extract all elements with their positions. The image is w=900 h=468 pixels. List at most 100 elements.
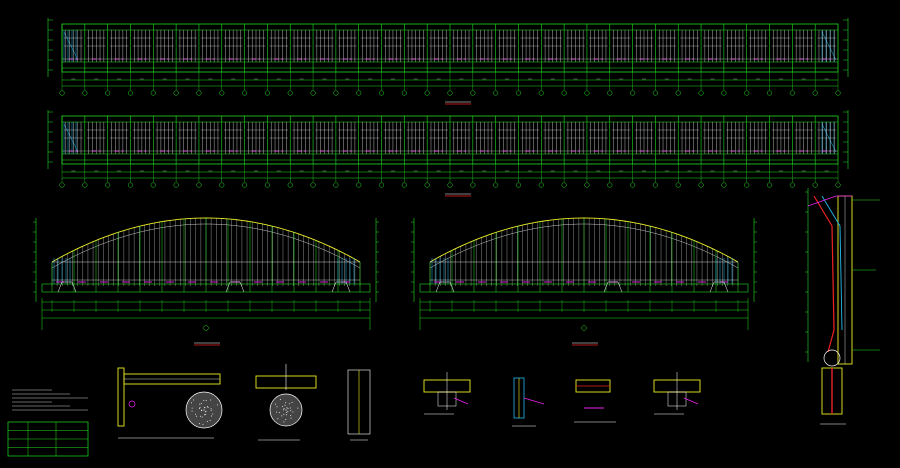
axis-bubble [356,90,362,96]
axis-bubble [173,90,179,96]
detail-4 [423,372,471,415]
cylinder-hatch [277,418,279,420]
axis-bubble [310,90,316,96]
cylinder-hatch [204,414,206,416]
axis-bubble [105,182,111,188]
cylinder-hatch [202,423,204,425]
foundation-band [419,283,749,293]
cylinder-hatch [282,406,284,408]
cylinder-hatch [206,406,208,408]
cylinder-hatch [283,408,285,410]
cylinder-hatch [278,412,280,414]
axis-bubble [561,182,567,188]
cylinder-hatch [212,413,214,415]
axis-bubble [698,182,704,188]
cylinder-hatch [297,407,299,409]
cylinder-hatch [193,399,195,401]
title-block [7,421,89,457]
foundation-band [41,283,371,293]
cylinder-hatch [196,415,198,417]
cylinder-hatch [279,398,281,400]
axis-bubble [766,90,773,96]
column-base-node [823,349,841,367]
cylinder-hatch [283,409,285,411]
weld-symbol [523,397,545,405]
door-frame [435,281,455,293]
cylinder-hatch [191,410,193,412]
axis-bubble [150,182,156,188]
cylinder-hatch [283,421,285,423]
detail-3 [347,369,371,441]
axis-bubble [401,182,407,188]
cylinder-hatch [201,416,203,418]
axis-bubble [744,182,750,188]
cylinder-hatch [207,406,209,408]
cylinder-hatch [199,406,201,408]
axis-bubble [675,90,681,96]
weld-symbol [683,397,699,405]
axis-bubble [378,182,385,188]
cylinder-hatch [199,403,201,405]
axis-bubble [812,90,818,96]
cylinder-hatch [290,417,292,419]
cylinder-hatch [194,413,196,415]
cylinder-hatch [286,411,288,413]
axis-bubble [173,182,179,188]
axis-bubble [242,90,248,96]
axis-bubble [424,90,430,96]
detail-2 [255,364,317,441]
axis-bubble [333,90,339,96]
axis-bubble [652,182,658,188]
cylinder-hatch [283,413,285,415]
axis-bubble [789,90,795,96]
cylinder-hatch [205,414,207,416]
cylinder-hatch [276,406,278,408]
notes-block [12,389,88,411]
axis-bubble [744,90,750,96]
axis-bubble [287,182,293,188]
axis-bubble [310,182,316,188]
cylinder-hatch [205,411,207,413]
cylinder-hatch [205,400,207,402]
cylinder-hatch [281,415,283,417]
cylinder-hatch [210,399,212,401]
view-long-elevation-a [47,18,849,105]
axis-bubble [105,90,111,96]
axis-bubble [219,182,225,188]
axis-bubble [584,182,590,188]
details-layer [117,364,701,441]
axis-bubble [675,182,681,188]
view-long-elevation-b [47,110,849,197]
cylinder-hatch [290,410,292,412]
brace-member [821,195,843,331]
axis-bubble [219,90,225,96]
cylinder-hatch [203,409,205,411]
door-frame [225,281,245,293]
axis-bubble [835,182,841,188]
axis-bubble [515,90,522,96]
cylinder-hatch [285,419,287,421]
axis-bubble [59,90,65,96]
door-frame [331,281,351,293]
cylinder-hatch [210,409,212,411]
axis-bubble [515,182,522,188]
cylinder-hatch [200,415,202,417]
axis-bubble [470,182,476,188]
axis-bubble [561,90,567,96]
detail-column [117,367,125,427]
detail-1 [117,367,223,439]
cylinder-hatch [291,402,293,404]
cylinder-hatch [289,403,291,405]
cylinder-hatch [210,408,212,410]
view-arch-elevation-a [33,217,379,346]
cylinder-hatch [287,411,289,413]
cylinder-hatch [200,402,202,404]
cylinder-hatch [275,403,277,405]
axis-bubble [447,90,453,96]
axis-bubble [607,182,613,188]
axis-bubble [721,182,727,188]
axis-bubble [356,182,362,188]
brace-member [813,195,835,353]
cylinder-hatch [284,404,286,406]
